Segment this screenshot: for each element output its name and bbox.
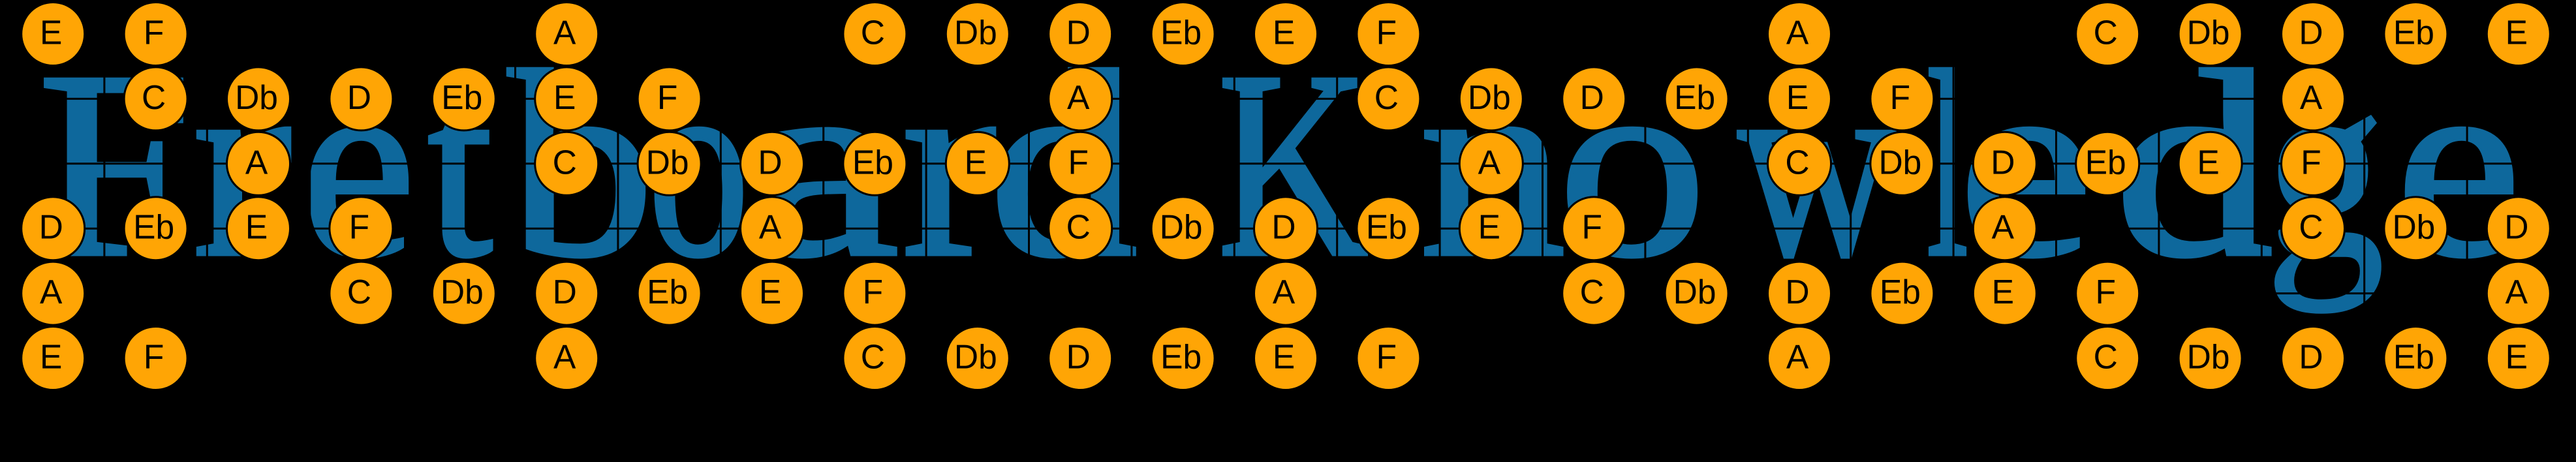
svg-text:F: F [2095,273,2115,311]
svg-text:E: E [2506,14,2528,52]
svg-text:F: F [2301,143,2321,181]
svg-text:F: F [863,273,883,311]
svg-text:D: D [2299,338,2323,376]
svg-text:A: A [553,14,576,52]
svg-text:C: C [2299,208,2323,246]
svg-text:E: E [1478,208,1500,246]
svg-text:E: E [553,78,576,116]
svg-text:F: F [1890,78,1910,116]
svg-text:l: l [1927,18,1968,313]
svg-text:C: C [2094,14,2118,52]
svg-text:Eb: Eb [1366,208,1407,246]
svg-text:E: E [1992,273,2014,311]
svg-text:A: A [1273,273,1296,311]
svg-text:D: D [1580,78,1604,116]
svg-text:Db: Db [646,143,689,181]
svg-text:C: C [142,78,166,116]
svg-text:F: F [657,78,677,116]
svg-text:C: C [1580,273,1604,311]
svg-text:A: A [1786,14,1809,52]
svg-text:E: E [759,273,781,311]
svg-text:Db: Db [1160,208,1203,246]
svg-text:D: D [1066,338,1091,376]
svg-text:Eb: Eb [647,273,688,311]
svg-text:C: C [347,273,371,311]
svg-text:Eb: Eb [1160,338,1202,376]
svg-text:D: D [39,208,63,246]
svg-text:E: E [1273,14,1295,52]
svg-text:C: C [2094,338,2118,376]
svg-text:D: D [553,273,577,311]
svg-text:A: A [2506,273,2528,311]
svg-text:D: D [2299,14,2323,52]
svg-text:E: E [965,143,987,181]
svg-text:Eb: Eb [1160,14,1202,52]
svg-text:F: F [1581,208,1602,246]
svg-text:A: A [1478,143,1501,181]
svg-text:Db: Db [235,78,278,116]
svg-text:Db: Db [441,273,484,311]
svg-text:F: F [144,14,164,52]
svg-text:D: D [758,143,782,181]
svg-text:Db: Db [1468,78,1511,116]
svg-text:F: F [144,338,164,376]
svg-text:E: E [2197,143,2219,181]
svg-text:D: D [1271,208,1296,246]
svg-text:Eb: Eb [2393,338,2434,376]
svg-text:C: C [1374,78,1399,116]
svg-text:A: A [1992,208,2015,246]
svg-text:A: A [2300,78,2323,116]
svg-text:Db: Db [1673,273,1716,311]
svg-text:Eb: Eb [2393,14,2434,52]
svg-text:C: C [1785,143,1809,181]
svg-text:C: C [553,143,577,181]
svg-text:C: C [861,14,885,52]
svg-text:A: A [1067,78,1090,116]
svg-text:A: A [245,143,268,181]
svg-text:E: E [1273,338,1295,376]
svg-text:Db: Db [2187,14,2230,52]
svg-text:E: E [40,14,62,52]
svg-text:A: A [40,273,63,311]
svg-text:F: F [1376,338,1397,376]
svg-text:F: F [349,208,369,246]
svg-text:E: E [2506,338,2528,376]
svg-text:Db: Db [2392,208,2435,246]
svg-text:A: A [553,338,576,376]
svg-text:C: C [1066,208,1091,246]
svg-text:D: D [2504,208,2528,246]
svg-text:C: C [861,338,885,376]
svg-text:D: D [1785,273,1809,311]
svg-text:F: F [1376,14,1397,52]
svg-text:Eb: Eb [1880,273,1921,311]
svg-text:Eb: Eb [852,143,893,181]
svg-text:A: A [759,208,782,246]
svg-text:Eb: Eb [2085,143,2126,181]
svg-text:Db: Db [954,338,997,376]
svg-text:D: D [1066,14,1091,52]
svg-text:Eb: Eb [1674,78,1715,116]
svg-text:Db: Db [2187,338,2230,376]
svg-text:Eb: Eb [441,78,482,116]
svg-text:E: E [40,338,62,376]
svg-text:E: E [245,208,268,246]
svg-text:F: F [1068,143,1088,181]
svg-text:D: D [347,78,371,116]
svg-text:D: D [1991,143,2015,181]
svg-text:Db: Db [954,14,997,52]
svg-text:Eb: Eb [133,208,174,246]
svg-text:E: E [1786,78,1808,116]
svg-text:Db: Db [1878,143,1921,181]
svg-text:A: A [1786,338,1809,376]
